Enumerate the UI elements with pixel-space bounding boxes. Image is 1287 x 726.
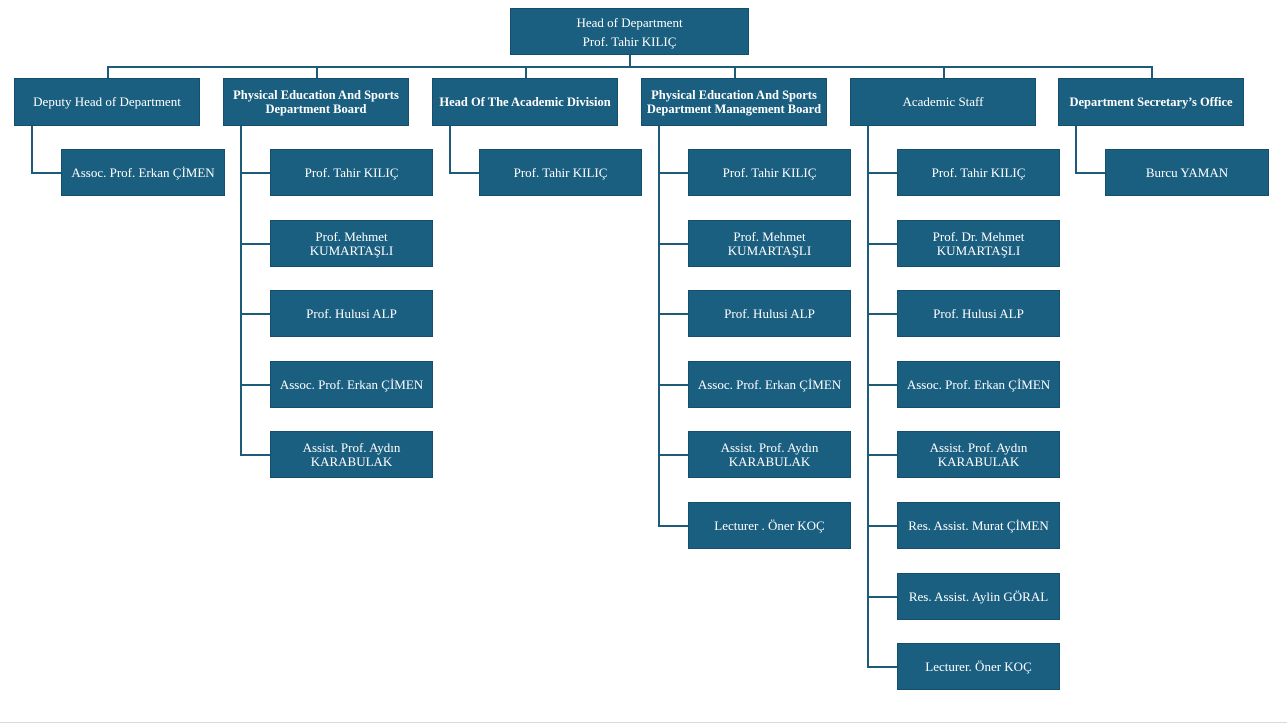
unit-6-spine [1075,126,1077,174]
member-connector [867,384,897,386]
member-box: Prof. Tahir KILIÇ [688,149,851,196]
member-connector [867,313,897,315]
member-connector [240,313,270,315]
unit-4-header: Physical Education And Sports Department… [641,78,827,126]
member-connector [867,172,897,174]
member-box: Assist. Prof. Aydın KARABULAK [897,431,1060,478]
member-connector [240,243,270,245]
unit-3-spine [449,126,451,174]
member-box: Prof. Mehmet KUMARTAŞLI [270,220,433,267]
member-connector [1075,172,1105,174]
member-connector [867,454,897,456]
unit-3-header: Head Of The Academic Division [432,78,618,126]
root-name: Prof. Tahir KILIÇ [582,33,677,49]
unit-6-connector [1151,66,1153,78]
member-box: Res. Assist. Murat ÇİMEN [897,502,1060,549]
member-box: Assist. Prof. Aydın KARABULAK [270,431,433,478]
member-connector [867,596,897,598]
member-box: Assoc. Prof. Erkan ÇİMEN [61,149,225,196]
member-box: Assoc. Prof. Erkan ÇİMEN [270,361,433,408]
member-box: Prof. Tahir KILIÇ [270,149,433,196]
unit-2-header: Physical Education And Sports Department… [223,78,409,126]
member-connector [867,666,897,668]
unit-5-spine [867,126,869,668]
member-connector [658,172,688,174]
branch-bus [107,66,1153,68]
member-box: Lecturer . Öner KOÇ [688,502,851,549]
head-of-department-box: Head of Department Prof. Tahir KILIÇ [510,8,749,55]
member-box: Lecturer. Öner KOÇ [897,643,1060,690]
member-box: Assist. Prof. Aydın KARABULAK [688,431,851,478]
unit-5-header: Academic Staff [850,78,1036,126]
member-box: Prof. Hulusi ALP [270,290,433,337]
root-connector [629,55,631,67]
member-connector [658,313,688,315]
unit-3-connector [525,66,527,78]
unit-6-header: Department Secretary’s Office [1058,78,1244,126]
member-connector [658,243,688,245]
member-box: Prof. Mehmet KUMARTAŞLI [688,220,851,267]
member-box: Prof. Hulusi ALP [897,290,1060,337]
member-connector [240,454,270,456]
member-connector [240,172,270,174]
unit-1-spine [31,126,33,174]
member-connector [240,384,270,386]
unit-5-connector [943,66,945,78]
member-box: Prof. Dr. Mehmet KUMARTAŞLI [897,220,1060,267]
member-box: Prof. Tahir KILIÇ [897,149,1060,196]
member-box: Prof. Hulusi ALP [688,290,851,337]
member-connector [867,525,897,527]
unit-4-connector [734,66,736,78]
unit-1-connector [107,66,109,78]
member-connector [658,525,688,527]
member-connector [449,172,479,174]
member-box: Assoc. Prof. Erkan ÇİMEN [897,361,1060,408]
unit-2-spine [240,126,242,456]
member-box: Burcu YAMAN [1105,149,1269,196]
member-box: Assoc. Prof. Erkan ÇİMEN [688,361,851,408]
member-connector [658,384,688,386]
member-connector [867,243,897,245]
member-box: Prof. Tahir KILIÇ [479,149,642,196]
member-connector [31,172,61,174]
unit-2-connector [316,66,318,78]
bottom-divider [0,722,1287,723]
member-box: Res. Assist. Aylin GÖRAL [897,573,1060,620]
unit-4-spine [658,126,660,527]
member-connector [658,454,688,456]
root-title: Head of Department [576,14,683,30]
unit-1-header: Deputy Head of Department [14,78,200,126]
